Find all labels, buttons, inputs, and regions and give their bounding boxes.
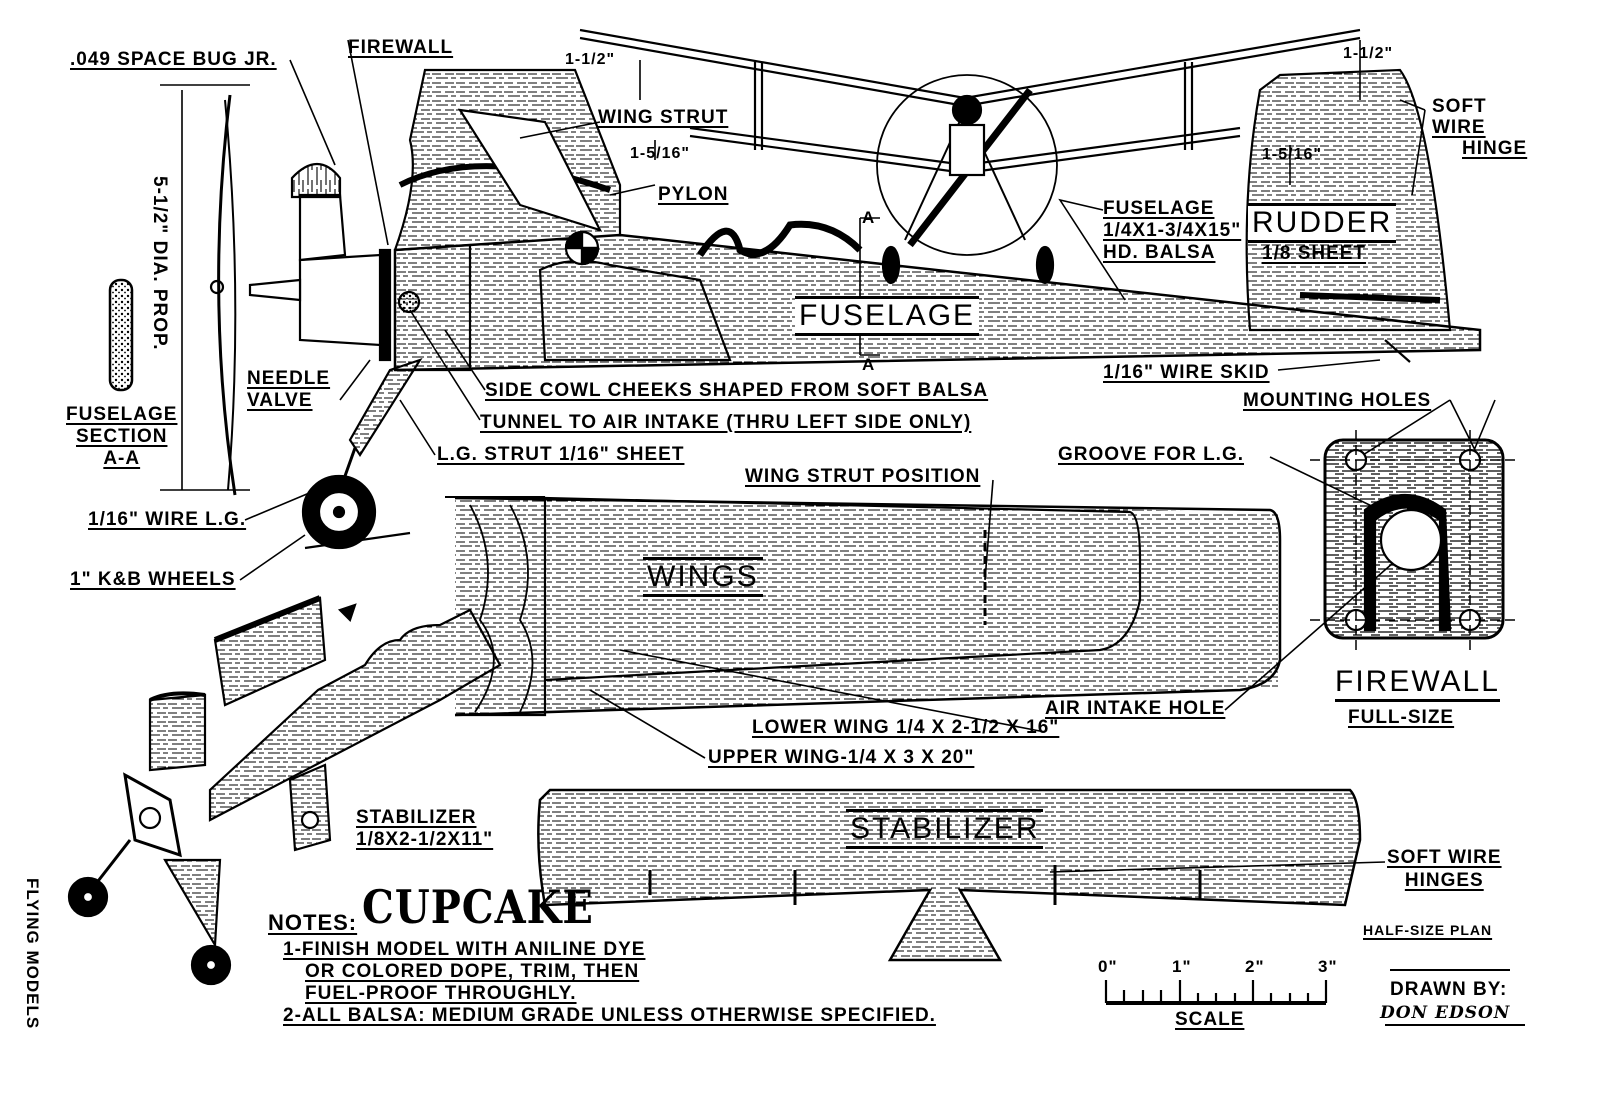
- publisher-label: FLYING MODELS: [23, 878, 42, 1030]
- scale-tick-0: 0": [1098, 957, 1118, 976]
- soft-wire-hinges-line1: SOFT WIRE: [1387, 847, 1502, 868]
- strut-left-dim: 1-5/16": [630, 145, 690, 162]
- note-line-3: FUEL-PROOF THROUGHLY.: [305, 983, 577, 1004]
- cowl-label: SIDE COWL CHEEKS SHAPED FROM SOFT BALSA: [485, 380, 989, 401]
- full-size-label: FULL-SIZE: [1348, 707, 1455, 728]
- fuselage-section-a-a: [108, 278, 134, 392]
- fuselage-section-line1: FUSELAGE: [66, 404, 178, 425]
- fuselage-spec-line1: FUSELAGE: [1103, 198, 1215, 219]
- drawn-by-label: DRAWN BY:: [1390, 979, 1508, 1000]
- pylon-label: PYLON: [658, 184, 729, 205]
- scale-tick-1: 1": [1172, 957, 1192, 976]
- lg-strut-label: L.G. STRUT 1/16" SHEET: [437, 444, 685, 465]
- model-name: CUPCAKE: [362, 880, 594, 935]
- air-intake-label: AIR INTAKE HOLE: [1045, 698, 1226, 719]
- scale-tick-2: 2": [1245, 957, 1265, 976]
- rudder-spec: 1/8 SHEET: [1262, 243, 1367, 264]
- fuselage-section-line2: SECTION: [76, 425, 168, 447]
- soft-wire-hinge-label: SOFT WIRE HINGE: [1432, 96, 1528, 160]
- soft-wire-hinge-line1: SOFT: [1432, 96, 1487, 117]
- half-size-label: HALF-SIZE PLAN: [1363, 922, 1493, 938]
- fuselage-section-line3: A-A: [103, 447, 141, 469]
- signature: DON EDSON: [1380, 1003, 1511, 1023]
- stabilizer-title: STABILIZER: [846, 809, 1044, 849]
- note-line-1: 1-FINISH MODEL WITH ANILINE DYE: [283, 939, 646, 960]
- soft-wire-hinge-line3: HINGE: [1462, 137, 1528, 159]
- stabilizer-spec-line1: STABILIZER: [356, 807, 477, 828]
- groove-label: GROOVE FOR L.G.: [1058, 444, 1245, 465]
- fuselage-section-label: FUSELAGE SECTION A-A: [66, 404, 177, 470]
- engine-label: .049 SPACE BUG JR.: [70, 49, 277, 70]
- wire-lg-label: 1/16" WIRE L.G.: [88, 509, 247, 530]
- stabilizer-spec-label: STABILIZER 1/8X2-1/2X11": [356, 807, 493, 851]
- fuselage-title: FUSELAGE: [795, 296, 980, 336]
- skid-label: 1/16" WIRE SKID: [1103, 362, 1270, 383]
- scale-label: SCALE: [1175, 1009, 1245, 1030]
- fuselage-spec-line2: 1/4X1-3/4X15": [1103, 219, 1242, 241]
- soft-wire-hinges-line2: HINGES: [1404, 869, 1484, 891]
- prop-label: 5-1/2" DIA. PROP.: [148, 172, 170, 355]
- scale-tick-3: 3": [1318, 957, 1338, 976]
- height-right-dim: 1-1/2": [1343, 45, 1394, 62]
- note-line-2: OR COLORED DOPE, TRIM, THEN: [305, 961, 640, 982]
- wheels-label: 1" K&B WHEELS: [70, 569, 236, 590]
- rudder-title: RUDDER: [1248, 203, 1397, 243]
- needle-valve-line1: NEEDLE: [247, 368, 331, 389]
- notes-heading: NOTES:: [268, 910, 358, 935]
- firewall-label: FIREWALL: [348, 37, 454, 58]
- wing-strut-label: WING STRUT: [598, 107, 729, 128]
- lower-wing-label: LOWER WING 1/4 X 2-1/2 X 16": [752, 717, 1060, 738]
- scale-bar: [1104, 980, 1328, 1005]
- firewall-title: FIREWALL: [1335, 667, 1500, 702]
- section-marker-bottom: A: [862, 355, 876, 374]
- soft-wire-hinge-line2: WIRE: [1432, 116, 1486, 138]
- fuselage-spec-line3: HD. BALSA: [1103, 241, 1216, 263]
- note-line-4: 2-ALL BALSA: MEDIUM GRADE UNLESS OTHERWI…: [283, 1005, 936, 1026]
- section-marker-top: A: [862, 208, 876, 227]
- stabilizer-plan: [537, 788, 1362, 962]
- wing-strut-position-label: WING STRUT POSITION: [745, 466, 981, 487]
- firewall-drawing: [1310, 430, 1520, 650]
- strut-right-dim: 1-5/16": [1262, 146, 1322, 163]
- mounting-holes-label: MOUNTING HOLES: [1243, 390, 1432, 411]
- soft-wire-hinges-label: SOFT WIRE HINGES: [1387, 847, 1502, 893]
- height-left-dim: 1-1/2": [565, 51, 616, 68]
- fuselage-spec-label: FUSELAGE 1/4X1-3/4X15" HD. BALSA: [1103, 198, 1241, 264]
- needle-valve-line2: VALVE: [247, 389, 313, 411]
- upper-wing-label: UPPER WING-1/4 X 3 X 20": [708, 747, 975, 768]
- stabilizer-spec-line2: 1/8X2-1/2X11": [356, 828, 494, 850]
- tunnel-label: TUNNEL TO AIR INTAKE (THRU LEFT SIDE ONL…: [480, 412, 972, 433]
- dimension-lines: [160, 40, 1361, 491]
- needle-valve-label: NEEDLE VALVE: [247, 368, 330, 412]
- exploded-parts: [67, 595, 502, 986]
- front-view: [579, 28, 1361, 256]
- wing-plan: [445, 496, 1282, 717]
- wings-title: WINGS: [643, 557, 763, 597]
